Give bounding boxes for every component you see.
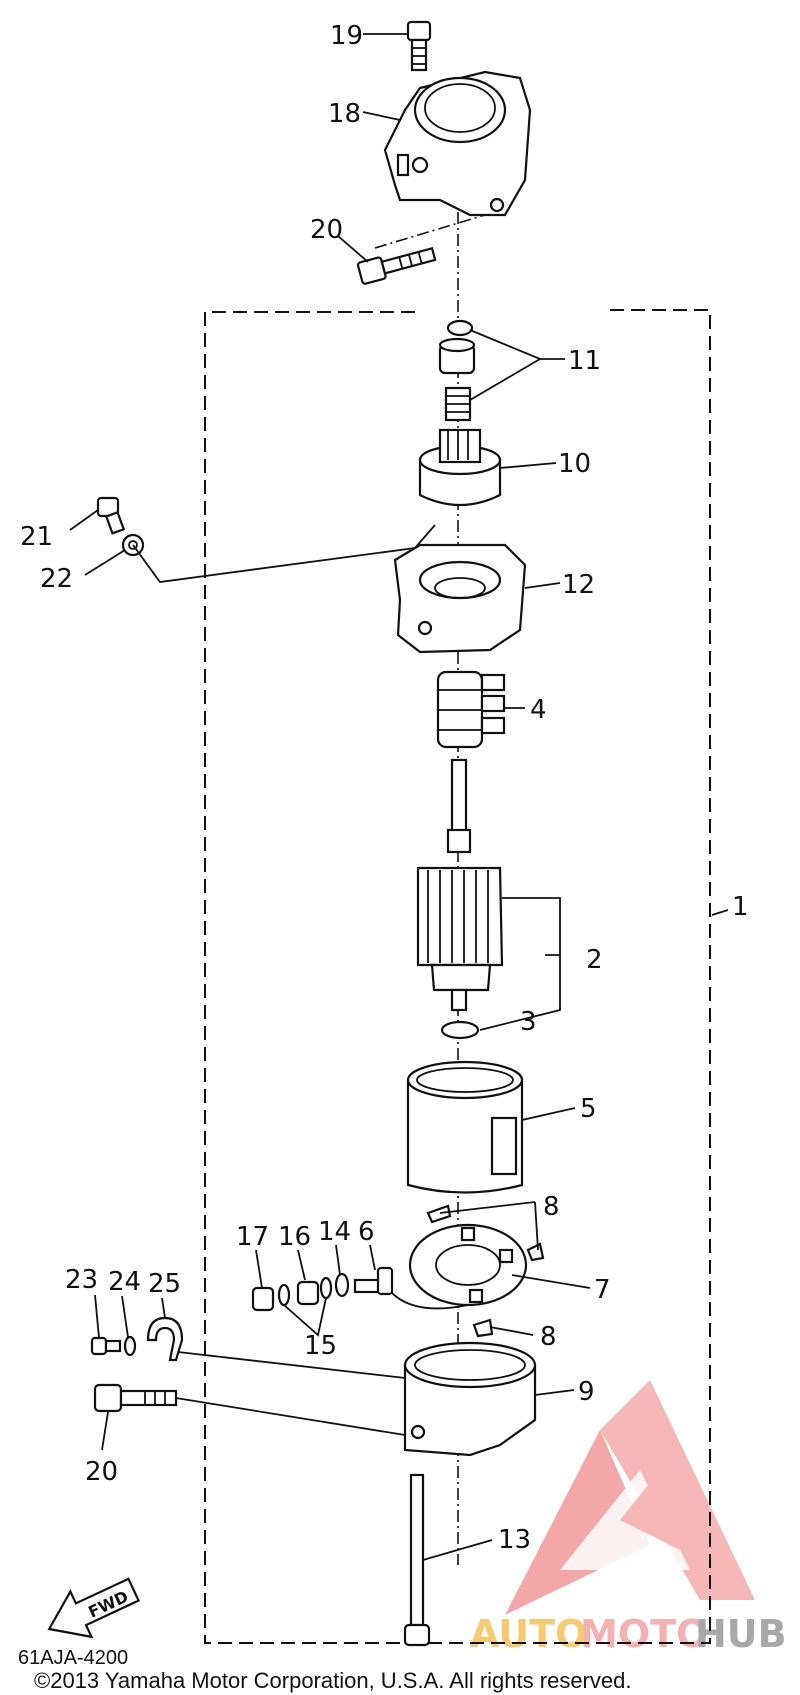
callout-18: 18 <box>328 99 361 129</box>
part-17-nut <box>251 1286 275 1312</box>
watermark-logo <box>505 1380 755 1615</box>
part-15-washers <box>277 1276 333 1307</box>
part-4-brush-holder <box>436 670 506 749</box>
assembly-dashed-box <box>204 309 711 1644</box>
part-2-armature <box>416 758 504 1012</box>
callout-6: 6 <box>358 1217 375 1247</box>
part-3-washer <box>440 1020 480 1040</box>
part-14-washer <box>334 1272 350 1298</box>
part-9-rear-cover <box>403 1341 537 1457</box>
callout-7: 7 <box>594 1275 611 1305</box>
callout-8-top: 8 <box>543 1192 560 1222</box>
callout-17: 17 <box>236 1222 269 1252</box>
callout-4: 4 <box>530 695 547 725</box>
callout-9: 9 <box>578 1377 595 1407</box>
part-21-bolt <box>96 496 126 535</box>
part-19-bolt <box>406 20 432 72</box>
part-23-screw <box>90 1336 122 1356</box>
part-25-clamp <box>146 1316 184 1362</box>
part-24-washer <box>123 1335 137 1357</box>
callout-13: 13 <box>498 1525 531 1555</box>
watermark-auto: AUTO <box>470 1612 587 1656</box>
fwd-arrow: FWD <box>47 1577 141 1639</box>
callout-20-bottom: 20 <box>85 1457 118 1487</box>
callout-2: 2 <box>586 945 603 975</box>
callout-24: 24 <box>108 1267 141 1297</box>
watermark-text: AUTO MOTO HUB <box>470 1612 787 1656</box>
callout-19: 19 <box>330 21 363 51</box>
part-11-stop-parts <box>438 319 476 422</box>
watermark-hub: HUB <box>695 1612 787 1656</box>
callout-1: 1 <box>732 892 749 922</box>
callout-21: 21 <box>20 522 53 552</box>
callout-labels: 19 18 20 11 10 21 22 12 4 2 3 1 5 8 6 14… <box>20 21 749 1555</box>
part-13-through-bolt <box>403 1473 431 1647</box>
part-12-front-cover <box>393 543 527 654</box>
callout-23: 23 <box>65 1265 98 1295</box>
callout-12: 12 <box>562 570 595 600</box>
part-16-nut <box>296 1280 320 1306</box>
part-5-yoke <box>406 1060 524 1194</box>
diagram-code: 61AJA-4200 <box>18 1647 128 1669</box>
part-10-pinion-drive <box>418 428 502 507</box>
part-8-clips <box>426 1204 545 1338</box>
watermark-moto: MOTO <box>580 1612 708 1656</box>
callout-25: 25 <box>148 1269 181 1299</box>
callout-10: 10 <box>558 449 591 479</box>
callout-14: 14 <box>318 1217 351 1247</box>
copyright-notice: ©2013 Yamaha Motor Corporation, U.S.A. A… <box>34 1668 631 1693</box>
leader-lines <box>69 33 729 1561</box>
callout-20-top: 20 <box>310 215 343 245</box>
callout-3: 3 <box>520 1007 537 1037</box>
callout-22: 22 <box>40 564 73 594</box>
callout-15: 15 <box>304 1331 337 1361</box>
callout-8-bottom: 8 <box>540 1322 557 1352</box>
part-6-terminal-bolt <box>353 1266 394 1296</box>
callout-11: 11 <box>568 346 601 376</box>
part-20-top-bolt <box>356 246 437 285</box>
callout-16: 16 <box>278 1222 311 1252</box>
part-18-top-bracket <box>383 70 532 217</box>
part-20-lower-bolt <box>93 1383 178 1413</box>
callout-5: 5 <box>580 1094 597 1124</box>
part-7-brush-plate <box>377 1223 528 1310</box>
